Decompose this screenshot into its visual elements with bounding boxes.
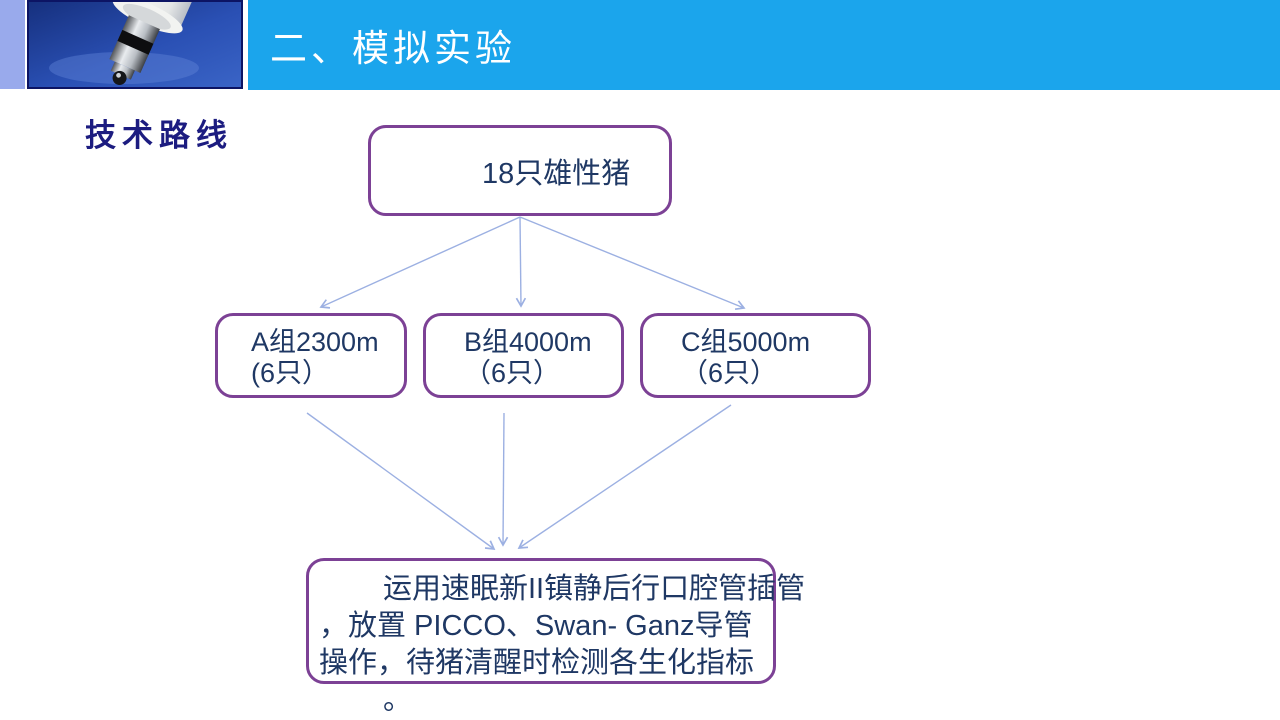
group-b-line1: B组4000m [464, 327, 592, 357]
accent-strip [0, 0, 25, 89]
arrow-top-to-b [515, 216, 527, 308]
arrow-top-to-a [319, 216, 521, 309]
group-a-line2: (6只） [251, 358, 330, 388]
slide-title: 二、模拟实验 [270, 28, 516, 69]
procedure-line2: ，放置 PICCO、Swan- Ganz导管 [319, 610, 753, 642]
syringe-photo-art [29, 2, 241, 87]
flow-box-subjects-label: 18只雄性猪 [482, 157, 631, 190]
flow-box-procedure: 运用速眠新II镇静后行口腔管插管 ，放置 PICCO、Swan- Ganz导管 … [306, 558, 806, 716]
section-heading: 技术路线 [85, 118, 233, 153]
slide-header-bar: 二、模拟实验 [248, 0, 1280, 90]
group-c-line1: C组5000m [681, 327, 811, 357]
arrow-c-to-result [517, 404, 732, 549]
group-a-line1: A组2300m [251, 327, 379, 357]
arrow-a-to-result [306, 412, 496, 550]
procedure-line3: 操作，待猪清醒时检测各生化指标 [319, 647, 755, 679]
procedure-line1: 运用速眠新II镇静后行口腔管插管 [383, 573, 806, 605]
arrow-b-to-result [497, 412, 509, 547]
flow-box-group-b: B组4000m （6只） [423, 313, 624, 398]
flow-box-group-a: A组2300m (6只） [215, 313, 407, 398]
flow-box-group-c: C组5000m （6只） [640, 313, 871, 398]
arrow-top-to-c [519, 216, 746, 311]
group-c-line2: （6只） [681, 358, 778, 388]
flow-box-subjects: 18只雄性猪 [368, 125, 672, 216]
procedure-line4: 。 [383, 684, 413, 716]
syringe-photo [27, 0, 243, 89]
group-b-line2: （6只） [464, 358, 561, 388]
